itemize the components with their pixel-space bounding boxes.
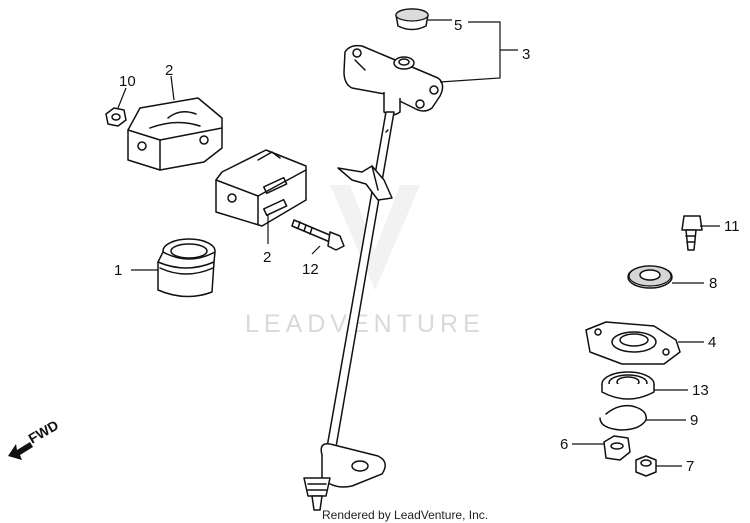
- callout-2-upper: 2: [165, 62, 173, 79]
- fwd-label: FWD: [26, 417, 62, 447]
- part-bearing[interactable]: [601, 371, 655, 400]
- watermark-text: LEADVENTURE: [245, 310, 485, 338]
- callout-13: 13: [692, 382, 709, 399]
- callout-4: 4: [708, 334, 716, 351]
- part-seal[interactable]: [627, 265, 673, 289]
- render-credit: Rendered by LeadVenture, Inc.: [322, 508, 488, 522]
- fwd-arrow-icon: [8, 442, 33, 460]
- callout-7: 7: [686, 458, 694, 475]
- leader-lines: [117, 19, 720, 467]
- part-steering-shaft[interactable]: [303, 44, 444, 511]
- part-holder-lower[interactable]: [215, 149, 307, 227]
- part-nut[interactable]: [635, 455, 657, 477]
- watermark-logo: [330, 185, 420, 290]
- part-bearing-holder[interactable]: [585, 321, 681, 365]
- callout-5: 5: [454, 17, 462, 34]
- callout-9: 9: [690, 412, 698, 429]
- callout-3: 3: [522, 46, 530, 63]
- part-circlip[interactable]: [599, 404, 647, 431]
- part-bolt-flange[interactable]: [681, 215, 703, 251]
- part-holder-upper[interactable]: [127, 97, 223, 171]
- part-castle-nut[interactable]: [603, 435, 631, 461]
- callout-12: 12: [302, 261, 319, 278]
- callout-8: 8: [709, 275, 717, 292]
- callout-1: 1: [114, 262, 122, 279]
- part-cap[interactable]: [395, 8, 429, 31]
- part-nut-small[interactable]: [105, 107, 127, 127]
- callout-2-lower: 2: [263, 249, 271, 266]
- part-bushing[interactable]: [157, 238, 216, 298]
- callout-11: 11: [724, 218, 740, 235]
- callout-6: 6: [560, 436, 568, 453]
- part-bolt-long[interactable]: [291, 219, 345, 251]
- callout-10: 10: [119, 73, 136, 90]
